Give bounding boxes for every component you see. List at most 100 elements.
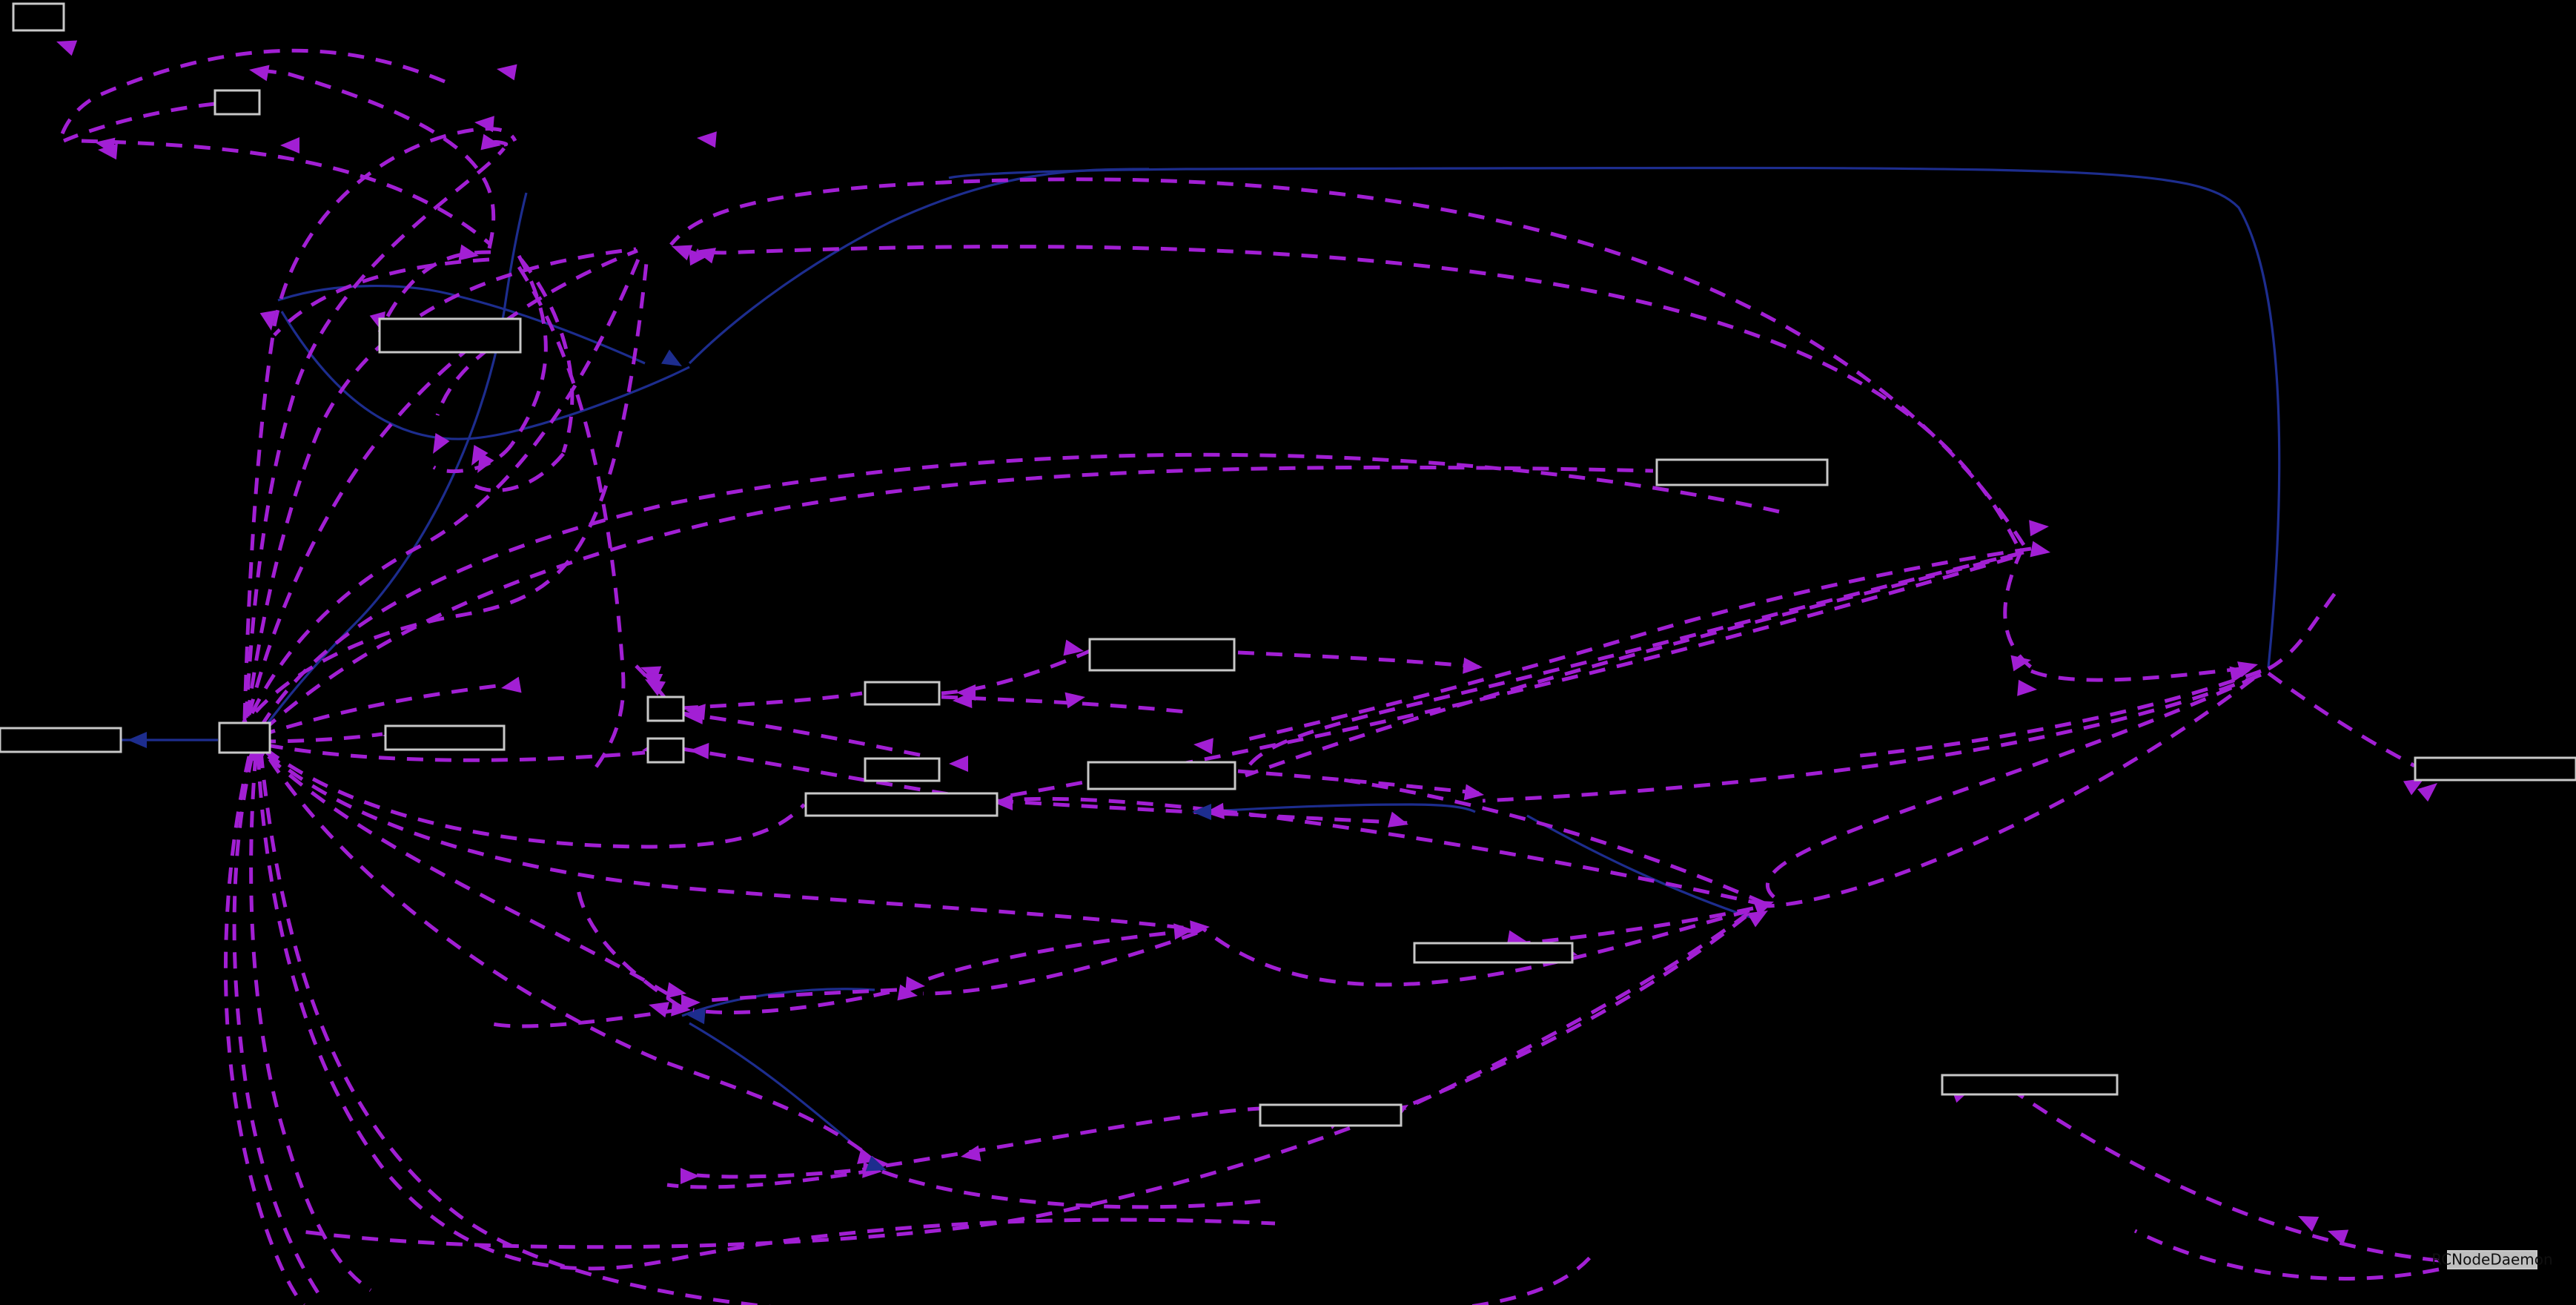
caller-edge: [249, 754, 372, 1292]
node-rect[interactable]: [646, 696, 685, 722]
caller-arrowhead: [2029, 520, 2049, 537]
graph-node[interactable]: [378, 317, 522, 354]
node-rect[interactable]: [1413, 942, 1574, 964]
caller-edge: [941, 695, 1187, 714]
caller-arrowhead: [1463, 784, 1484, 801]
graph-node[interactable]: [384, 724, 506, 751]
graph-node[interactable]: [2414, 756, 2576, 782]
node-rect[interactable]: [1259, 1103, 1403, 1127]
graph-node[interactable]: [213, 89, 261, 116]
caller-edge: [1403, 911, 1749, 1111]
caller-edge: [57, 48, 446, 143]
caller-arrowhead: [1193, 738, 1213, 755]
caller-arrowhead: [1063, 639, 1084, 656]
node-rect[interactable]: [218, 721, 271, 754]
caller-edge: [262, 465, 1654, 732]
graph-node[interactable]: [1941, 1074, 2119, 1096]
caller-edge: [267, 755, 669, 996]
graph-node[interactable]: [218, 721, 271, 754]
graph-node[interactable]: [1413, 942, 1574, 964]
graph-node[interactable]: [1088, 638, 1236, 672]
caller-arrowhead: [1463, 657, 1483, 674]
graph-node[interactable]: [1087, 761, 1236, 790]
caller-arrowhead: [2417, 783, 2437, 802]
node-rect[interactable]: [1088, 638, 1236, 672]
caller-arrowhead: [458, 244, 479, 261]
node-label: RCNodeDaemon: [2431, 1251, 2552, 1269]
node-rect[interactable]: [2414, 756, 2576, 782]
graph-node[interactable]: [646, 696, 685, 722]
node-rect[interactable]: [0, 727, 122, 753]
caller-edge: [1199, 908, 1750, 987]
caller-arrowhead: [1190, 920, 1210, 937]
caller-edge: [1764, 677, 2255, 908]
caller-edge: [1482, 673, 2262, 803]
caller-arrowhead: [98, 143, 118, 160]
callee-edge: [258, 192, 528, 735]
caller-arrowhead: [681, 994, 701, 1011]
caller-edge: [377, 250, 491, 334]
caller-edge: [2000, 1080, 2440, 1263]
caller-edge: [700, 988, 898, 1003]
node-rect[interactable]: [12, 2, 65, 32]
caller-edge: [696, 245, 2019, 545]
node-rect[interactable]: [1941, 1074, 2119, 1096]
caller-arrowhead: [2298, 1216, 2320, 1232]
caller-edge: [2267, 592, 2337, 671]
caller-arrowhead: [2403, 779, 2424, 796]
caller-arrowhead: [249, 65, 270, 82]
caller-arrowhead: [56, 40, 78, 56]
caller-edge: [1852, 669, 2262, 759]
caller-edge: [223, 756, 305, 1305]
caller-edge: [244, 147, 506, 718]
node-rect[interactable]: [646, 737, 685, 764]
node-rect[interactable]: [804, 792, 999, 817]
caller-edge: [265, 751, 1191, 931]
caller-edge: [635, 664, 666, 698]
callee-edge: [1526, 814, 1758, 921]
caller-arrowhead: [474, 116, 494, 133]
caller-arrowhead: [1064, 692, 1085, 709]
caller-edge: [489, 1008, 679, 1028]
caller-arrowhead: [681, 1168, 700, 1184]
caller-edge: [1237, 769, 1483, 796]
node-rect[interactable]: [2447, 1250, 2537, 1269]
caller-arrowhead: [433, 432, 450, 454]
caller-edge: [254, 255, 649, 713]
node-rect[interactable]: [864, 757, 941, 782]
graph-node[interactable]: [804, 792, 999, 817]
caller-arrowhead: [666, 982, 686, 999]
node-rect[interactable]: [1087, 761, 1236, 790]
caller-arrowhead: [501, 676, 522, 693]
graph-node[interactable]: [864, 757, 941, 782]
graph-node[interactable]: [1655, 458, 1829, 486]
graph-node[interactable]: [1259, 1103, 1403, 1127]
node-rect[interactable]: [1655, 458, 1829, 486]
caller-arrowhead: [905, 976, 925, 993]
graph-node[interactable]: RCNodeDaemon: [2431, 1250, 2553, 1269]
caller-edge: [296, 915, 1747, 1249]
caller-edge: [2030, 665, 2254, 682]
graph-node[interactable]: [646, 737, 685, 764]
node-rect[interactable]: [378, 317, 522, 354]
caller-edge: [666, 1168, 875, 1189]
node-rect[interactable]: [864, 681, 941, 706]
caller-edge: [922, 931, 1198, 996]
caller-edge-group: [57, 48, 2440, 1305]
caller-arrowhead: [671, 1000, 691, 1017]
graph-node[interactable]: [864, 681, 941, 706]
node-rect[interactable]: [213, 89, 261, 116]
caller-edge: [245, 247, 637, 717]
node-rect[interactable]: [384, 724, 506, 751]
graph-node[interactable]: [0, 727, 122, 753]
caller-edge: [266, 743, 646, 762]
caller-arrowhead: [1746, 911, 1768, 928]
caller-edge: [692, 990, 890, 1014]
graph-node[interactable]: [12, 2, 65, 32]
caller-edge: [2267, 671, 2417, 770]
caller-edge: [1334, 776, 1765, 905]
caller-arrowhead: [471, 444, 489, 466]
caller-edge: [81, 139, 492, 246]
caller-edge: [473, 452, 565, 492]
